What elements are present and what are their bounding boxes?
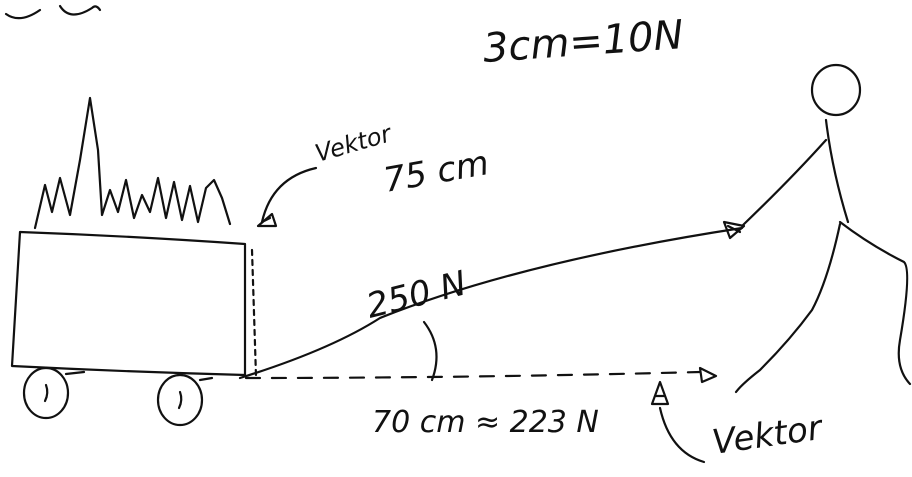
horizontal-component-arrowhead (698, 366, 718, 384)
clipped-top-scribble (4, 4, 102, 20)
scale-note: 3cm=10N (481, 12, 684, 72)
cart-load-scribble (33, 96, 232, 230)
cart-wheel-right (156, 373, 204, 427)
pull-force-line (238, 226, 744, 380)
stick-figure-arm (740, 138, 828, 228)
stick-figure-front-leg (734, 222, 842, 394)
cart-body (10, 230, 247, 377)
vertical-vector-pointer (260, 166, 318, 224)
vertical-length-label: 75 cm (381, 143, 492, 201)
stick-figure-torso (824, 118, 850, 224)
stick-figure-back-leg (838, 220, 912, 386)
wheel-hub-left (43, 383, 49, 403)
angle-arc (422, 320, 438, 382)
vertical-component-dashed (250, 248, 258, 378)
horizontal-result-label: 70 cm ≈ 223 N (372, 405, 599, 440)
vertical-component-arrowhead (256, 212, 278, 228)
wheel-hub-right (177, 390, 183, 410)
stick-figure-head (810, 63, 862, 117)
wheel-axle-marks (64, 370, 214, 382)
pull-force-label: 250 N (363, 263, 471, 326)
horizontal-vector-mark (650, 380, 670, 406)
horizontal-vector-label: Vektor (710, 408, 826, 463)
horizontal-vector-pointer (658, 406, 706, 464)
horizontal-component-dashed (244, 370, 702, 380)
pull-force-arrowhead (722, 220, 746, 240)
cart-wheel-left (22, 366, 70, 420)
